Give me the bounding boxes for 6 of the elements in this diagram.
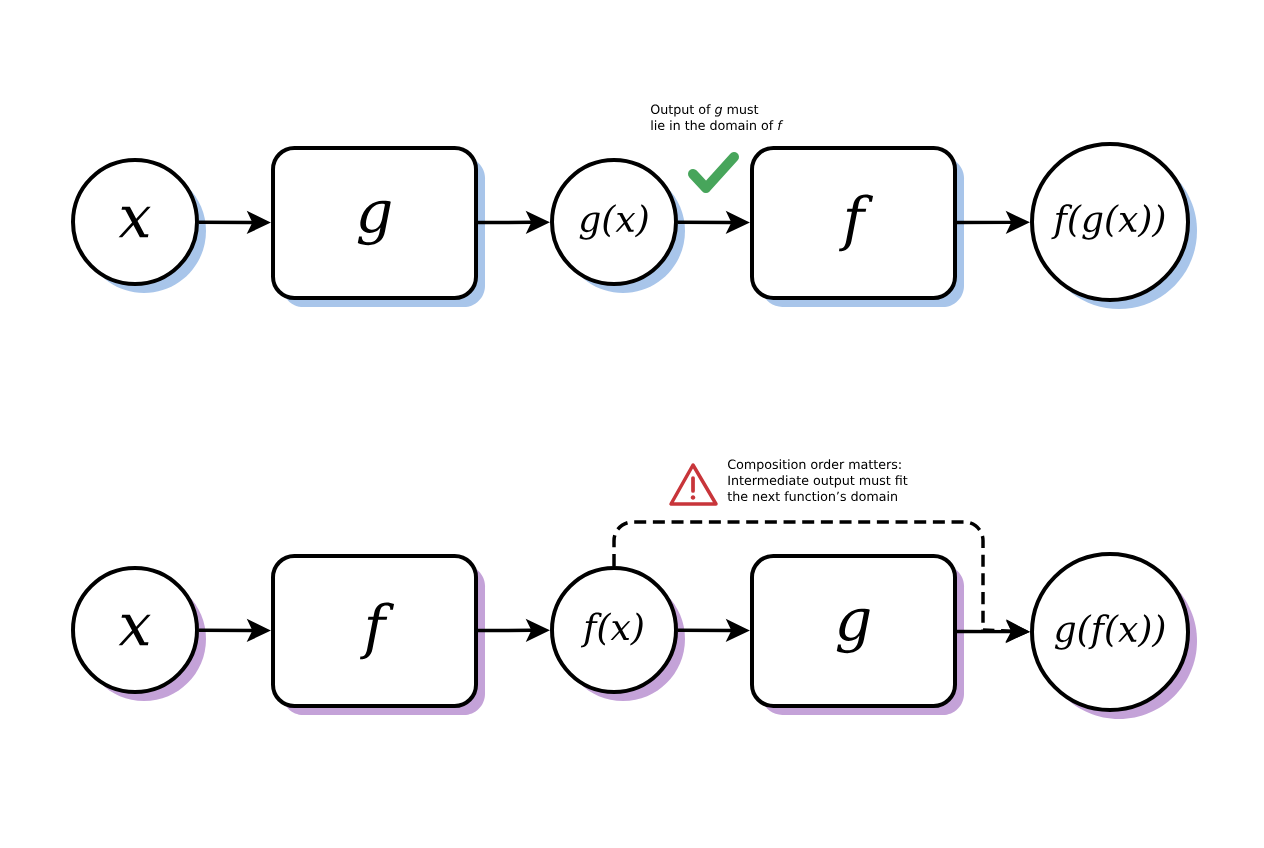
function-box: g [271,146,485,307]
function-box: f [271,554,485,715]
note-text: Output of g must lie in the domain of f [651,104,784,131]
function-box: f [750,146,964,307]
note-text: Composition order matters: Intermediate output must fit the next function’s domain [727,459,908,502]
function-box: g [750,554,964,715]
